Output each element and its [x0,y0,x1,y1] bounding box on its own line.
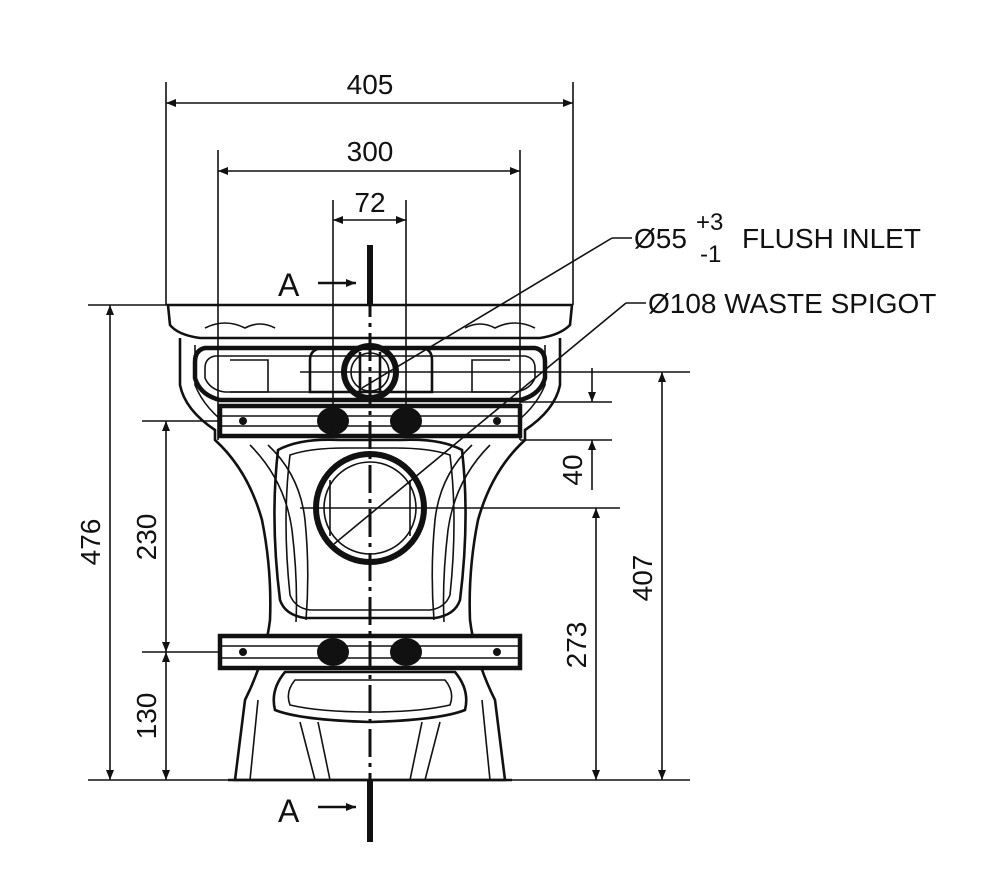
section-mark-top-letter: A [278,267,300,303]
dim-230-label: 230 [131,514,162,561]
dim-407-label: 407 [627,555,658,602]
dimension-inlet-height: 407 [627,372,666,780]
dimension-upper-bolt-height: 230 [131,420,220,653]
dim-40-label: 40 [557,454,588,485]
dim-273-label: 273 [561,622,592,669]
dimension-spigot-height: 273 [512,508,690,781]
dim-72-label: 72 [354,187,385,218]
flush-inlet-tolerance-plus: +3 [696,209,723,236]
dimension-overall-height: 476 [75,304,228,781]
section-mark-bottom-letter: A [278,793,300,829]
flush-inlet-tolerance-minus: -1 [700,241,721,268]
flush-inlet-label: FLUSH INLET [742,223,921,254]
dimension-outlet-width: 300 [217,136,521,440]
dim-130-label: 130 [131,693,162,740]
dim-476-label: 476 [75,519,106,566]
dimension-spigot-offset: 40 [520,368,612,490]
waste-spigot-callout: Ø108 WASTE SPIGOT [333,288,936,545]
dim-405-label: 405 [347,69,394,100]
dimension-overall-width: 405 [165,69,574,305]
dimension-lower-bolt-height: 130 [131,652,170,780]
flush-inlet-diameter: Ø55 [634,223,687,254]
waste-spigot-label: Ø108 WASTE SPIGOT [648,288,936,319]
dimension-bolt-spacing: 72 [332,187,407,430]
dim-300-label: 300 [347,136,394,167]
section-mark-top: A [278,267,356,303]
flush-inlet-callout: Ø55 +3 -1 FLUSH INLET [361,209,921,389]
section-mark-bottom: A [278,793,356,829]
